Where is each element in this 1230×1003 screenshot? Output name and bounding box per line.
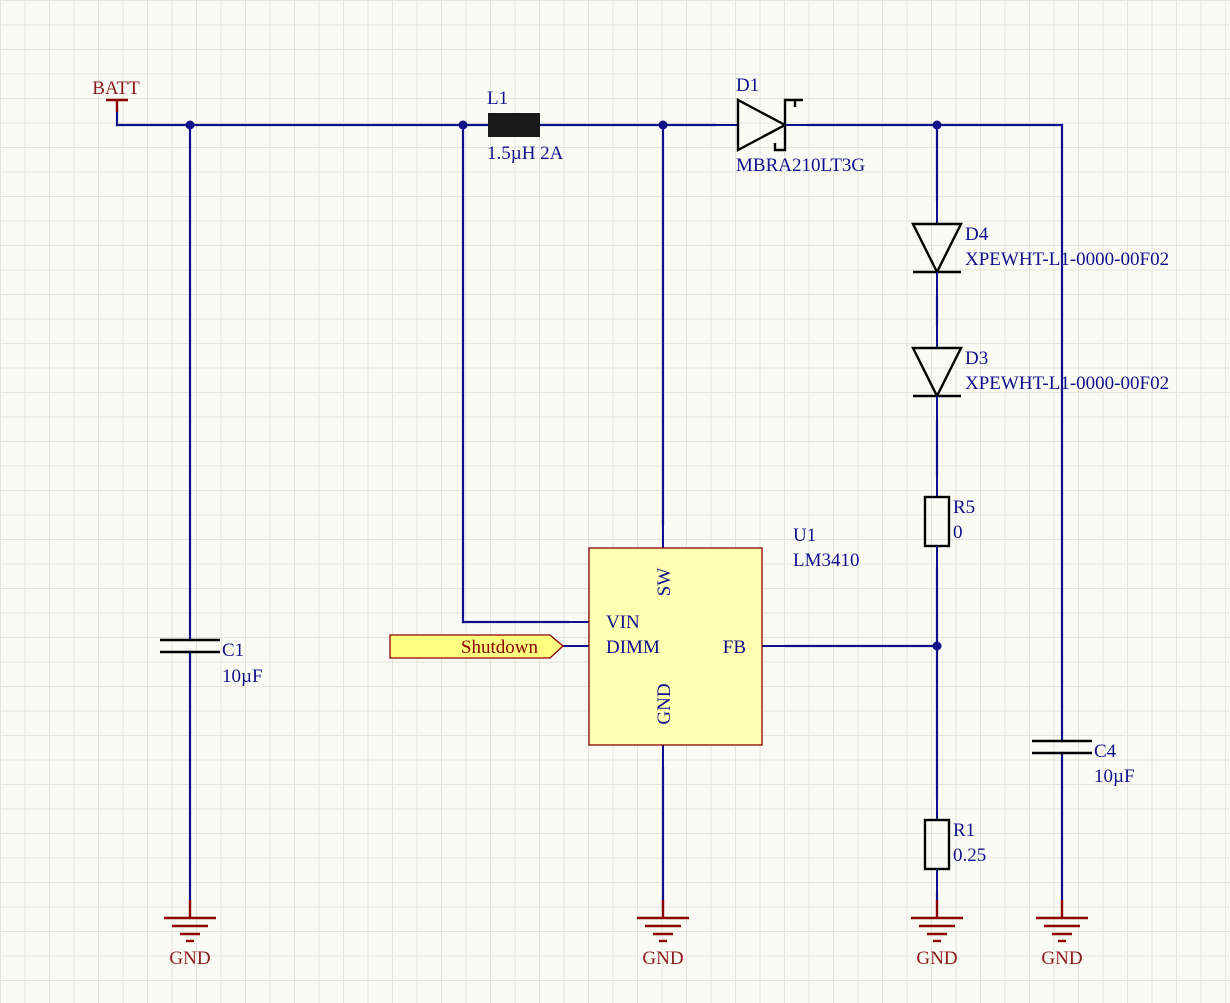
d1-value: MBRA210LT3G [736,155,865,176]
junction-dot [932,641,942,651]
d3-value: XPEWHT-L1-0000-00F02 [965,373,1169,394]
d1-ref: D1 [736,75,759,96]
d1-triangle [736,98,788,152]
inductor-body [488,113,540,137]
l1-ref: L1 [487,88,508,109]
d1-schottky-bar [773,98,803,152]
u1-pin-vin-label: VIN [606,612,640,633]
r1-value: 0.25 [953,845,986,866]
gnd-label: GND [1041,948,1082,969]
gnd-label: GND [642,948,683,969]
batt-label: BATT [92,78,140,99]
resistor-r5[interactable]: R5 0 [923,475,975,568]
gnd-c4[interactable]: GND [1036,900,1088,969]
gnd-c1[interactable]: GND [164,900,216,969]
r5-value: 0 [953,522,963,543]
r1-ref: R1 [953,820,975,841]
c4-ref: C4 [1094,741,1117,762]
capacitor-c4[interactable]: C4 10µF [1032,739,1135,787]
u1-body [588,547,763,746]
d4-triangle [911,222,963,275]
c4-value: 10µF [1094,766,1135,787]
d3-ref: D3 [965,348,988,369]
r1-body [923,818,951,871]
c1-value: 10µF [222,666,263,687]
u1-ref: U1 [793,525,816,546]
junction-dot [458,120,468,130]
junctions [185,120,942,651]
u1-value: LM3410 [793,550,860,571]
shutdown-port-shape [389,634,564,659]
batt-power-port[interactable]: BATT [92,78,140,112]
gnd-label: GND [169,948,210,969]
gnd-u1[interactable]: GND [637,900,689,969]
d4-ref: D4 [965,224,989,245]
shutdown-port-label: Shutdown [461,637,539,658]
inductor-l1[interactable]: L1 1.5µH 2A [487,88,564,164]
led-d4[interactable]: D4 XPEWHT-L1-0000-00F02 [911,200,1169,297]
resistor-r1[interactable]: R1 0.25 [923,798,986,892]
led-d3[interactable]: D3 XPEWHT-L1-0000-00F02 [911,325,1169,421]
r5-ref: R5 [953,497,975,518]
u1-pin-fb-label: FB [723,637,746,658]
ic-u1[interactable]: SW VIN DIMM FB GND U1 LM3410 [563,525,860,768]
junction-dot [658,120,668,130]
junction-dot [185,120,195,130]
junction-dot [932,120,942,130]
l1-value: 1.5µH 2A [487,143,564,164]
d3-triangle [911,346,963,399]
c1-ref: C1 [222,640,244,661]
u1-pin-dimm-label: DIMM [606,637,660,658]
shutdown-port[interactable]: Shutdown [389,634,564,659]
u1-pin-sw-label: SW [654,568,675,597]
capacitor-c1[interactable]: C1 10µF [160,638,263,687]
gnd-r1[interactable]: GND [911,900,963,969]
d4-value: XPEWHT-L1-0000-00F02 [965,249,1169,270]
diode-d1[interactable]: D1 MBRA210LT3G [715,75,865,176]
gnd-label: GND [916,948,957,969]
wires [115,108,1064,902]
r5-body [923,495,951,548]
u1-pin-gnd-label: GND [654,683,675,724]
